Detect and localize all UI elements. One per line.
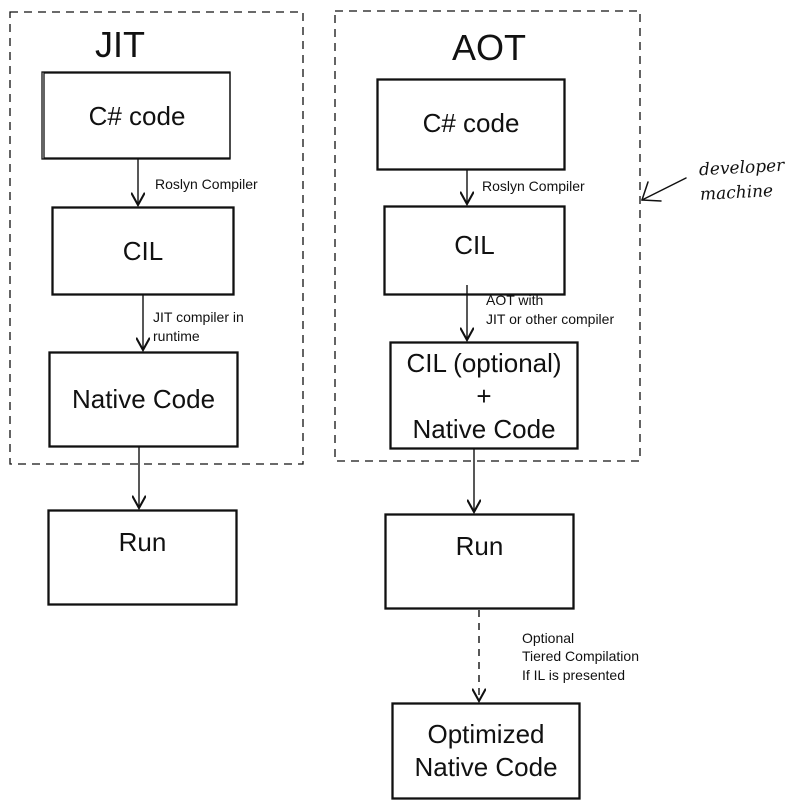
aot-cil-box [383,205,566,296]
aot-optimized-box [391,702,581,800]
jit-run-label: Run [118,527,167,557]
aot-cil-label: CIL [454,230,495,260]
jit-title: JIT [95,24,145,65]
jit-cil-label: CIL [122,236,164,266]
aot-mixed-label-1: CIL (optional) [406,348,562,378]
aot-compile2-edge-label-2: JIT or other compiler [486,311,615,327]
aot-mixed-label-3: Native Code [412,414,556,444]
aot-run-label: Run [455,531,504,561]
jit-code-box [41,71,231,160]
jit-native-box [48,351,239,448]
jit-runtime-edge-label-2: runtime [153,328,200,344]
jit-code-label: C# code [88,101,186,131]
aot-compile2-edge-label-1: AOT with [486,292,544,308]
jit-runtime-edge-label-1: JIT compiler in [153,309,244,325]
jit-compile-edge-label: Roslyn Compiler [155,176,258,192]
aot-code-label: C# code [422,108,520,138]
note-arrow [641,177,687,202]
aot-mixed-box [389,341,579,450]
aot-title: AOT [452,27,527,68]
aot-tier-edge-label-3: If IL is presented [522,667,625,683]
jit-run-box [47,509,238,606]
aot-tier-edge-label-1: Optional [522,630,575,646]
aot-tier-edge-label-2: Tiered Compilation [522,648,639,664]
jit-native-label: Native Code [71,384,216,414]
aot-code-box [376,78,566,171]
aot-run-box [384,513,575,610]
aot-optimized-label-1: Optimized [427,719,545,749]
aot-mixed-label-2: + [476,381,492,411]
note-label-2: machine [699,181,774,205]
aot-optimized-label-2: Native Code [414,752,558,782]
note-label-1: developer [698,155,785,181]
aot-compile-edge-label: Roslyn Compiler [482,178,585,194]
jit-group-frame [9,11,304,465]
